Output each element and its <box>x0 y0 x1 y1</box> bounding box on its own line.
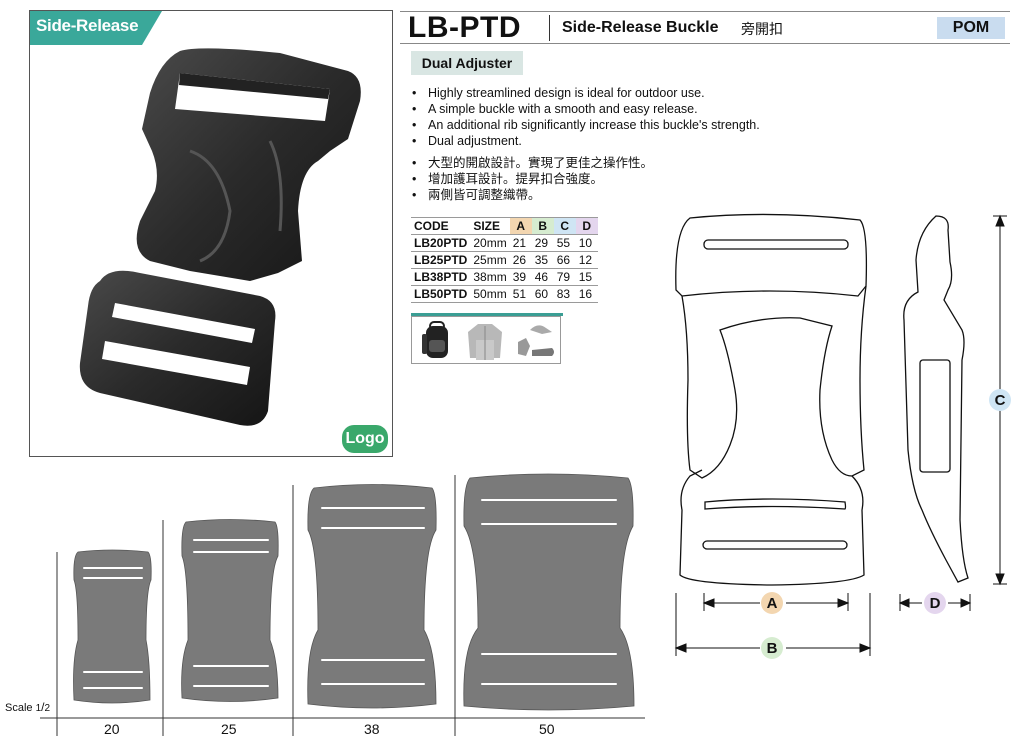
table-row: LB25PTD 25mm 26 35 66 12 <box>411 251 598 269</box>
col-header-a: A <box>509 217 532 235</box>
header-rule-top <box>400 11 1010 12</box>
cell-a: 21 <box>509 234 532 252</box>
scale-text: Scale <box>5 702 33 714</box>
usage-bar <box>411 313 563 316</box>
cell-a: 26 <box>509 251 532 269</box>
dimension-c-badge: C <box>989 389 1011 411</box>
jacket-icon <box>468 324 502 360</box>
usage-icons <box>411 316 561 364</box>
dimension-d-badge: D <box>924 592 946 614</box>
feature-item: A simple buckle with a smooth and easy r… <box>412 101 760 117</box>
cell-code: LB38PTD <box>411 268 471 286</box>
cell-size: 20mm <box>470 234 510 252</box>
spec-table: CODE SIZE A B C D LB20PTD 20mm 21 29 55 … <box>411 217 598 303</box>
table-row: LB20PTD 20mm 21 29 55 10 <box>411 234 598 252</box>
cell-a: 39 <box>509 268 532 286</box>
size-label-20: 20 <box>104 721 120 737</box>
feature-item: Highly streamlined design is ideal for o… <box>412 85 760 101</box>
cell-b: 35 <box>531 251 554 269</box>
product-name-chinese: 旁開扣 <box>741 21 783 37</box>
col-header-size: SIZE <box>470 217 510 235</box>
feature-item-zh: 大型的開啟設計。實現了更佳之操作性。 <box>412 155 653 171</box>
cell-size: 50mm <box>470 285 510 303</box>
buckle-photo-image <box>79 48 361 426</box>
side-release-tag-label: Side-Release <box>36 16 139 35</box>
scale-fraction-num: 1 <box>35 703 42 714</box>
scale-fraction-den: 2 <box>44 703 51 714</box>
model-code-title: LB-PTD <box>408 11 521 44</box>
size-label-25: 25 <box>221 721 237 737</box>
side-release-tag-shape <box>30 11 162 45</box>
feature-item: An additional rib significantly increase… <box>412 117 760 133</box>
cell-c: 79 <box>553 268 576 286</box>
cell-code: LB20PTD <box>411 234 471 252</box>
col-header-b: B <box>531 217 554 235</box>
table-row: LB50PTD 50mm 51 60 83 16 <box>411 285 598 303</box>
cell-d: 10 <box>575 234 598 252</box>
cell-size: 25mm <box>470 251 510 269</box>
feature-item-zh: 增加護耳設計。提昇扣合強度。 <box>412 171 653 187</box>
cell-a: 51 <box>509 285 532 303</box>
cell-d: 12 <box>575 251 598 269</box>
cell-code: LB50PTD <box>411 285 471 303</box>
material-badge: POM <box>937 17 1005 39</box>
technical-drawing <box>674 213 1007 656</box>
backpack-icon <box>422 321 448 358</box>
cell-d: 16 <box>575 285 598 303</box>
cell-c: 66 <box>553 251 576 269</box>
size-label-38: 38 <box>364 721 380 737</box>
cell-b: 46 <box>531 268 554 286</box>
cell-c: 83 <box>553 285 576 303</box>
feature-item: Dual adjustment. <box>412 133 760 149</box>
header-separator <box>549 15 550 41</box>
features-english: Highly streamlined design is ideal for o… <box>412 85 760 149</box>
feature-item-zh: 兩側皆可調整織帶。 <box>412 187 653 203</box>
cell-d: 15 <box>575 268 598 286</box>
dual-adjuster-badge: Dual Adjuster <box>411 51 523 75</box>
features-chinese: 大型的開啟設計。實現了更佳之操作性。 增加護耳設計。提昇扣合強度。 兩側皆可調整… <box>412 155 653 203</box>
cell-code: LB25PTD <box>411 251 471 269</box>
size-label-50: 50 <box>539 721 555 737</box>
scale-comparison <box>40 473 645 736</box>
dimension-a-badge: A <box>761 592 783 614</box>
product-photo: Side-Release Logo <box>29 10 393 457</box>
dimension-b-badge: B <box>761 637 783 659</box>
cap-glove-shoe-icon <box>518 325 554 356</box>
cell-b: 60 <box>531 285 554 303</box>
col-header-code: CODE <box>411 217 471 235</box>
table-header-row: CODE SIZE A B C D <box>411 217 598 235</box>
scale-label: Scale 1/2 <box>5 700 51 714</box>
logo-badge: Logo <box>342 425 388 453</box>
table-row: LB38PTD 38mm 39 46 79 15 <box>411 268 598 286</box>
cell-c: 55 <box>553 234 576 252</box>
col-header-c: C <box>553 217 576 235</box>
cell-b: 29 <box>531 234 554 252</box>
header-rule-bottom <box>400 43 1010 44</box>
cell-size: 38mm <box>470 268 510 286</box>
col-header-d: D <box>575 217 598 235</box>
product-name: Side-Release Buckle <box>562 19 719 36</box>
